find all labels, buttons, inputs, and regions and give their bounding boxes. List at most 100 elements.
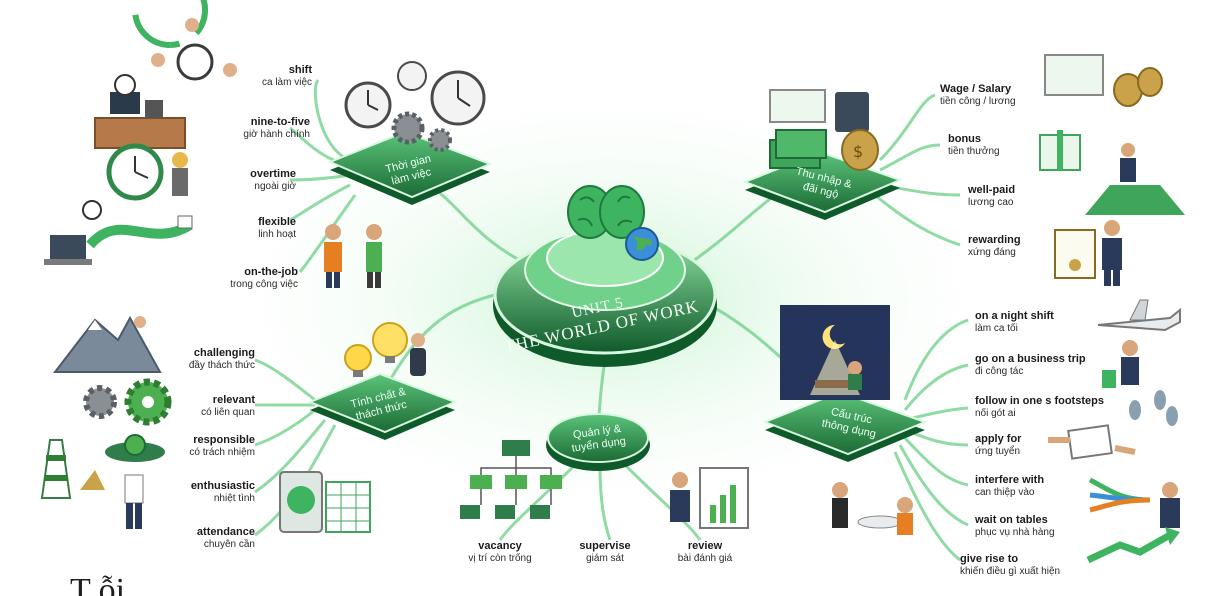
clock-icon xyxy=(176,43,214,81)
person-icon xyxy=(410,333,426,376)
term-interfere-with: interfere with can thiệp vào xyxy=(975,474,1075,498)
plane-icon xyxy=(1097,299,1181,332)
term-well-paid: well-paid lương cao xyxy=(968,184,1048,208)
term-vi: có liên quan xyxy=(201,406,255,418)
term-supervise: supervise giám sát xyxy=(565,540,645,564)
term-vi: làm ca tối xyxy=(975,322,1018,334)
clock-icon xyxy=(344,61,486,129)
term-vi: nối gót ai xyxy=(975,407,1016,419)
arrows-icon xyxy=(1088,477,1180,528)
management-platform xyxy=(546,413,650,471)
money-icon: $ xyxy=(769,89,879,171)
svg-text:$: $ xyxy=(853,142,863,161)
structures-platform xyxy=(762,390,928,462)
term-vi: bài đánh giá xyxy=(677,552,733,564)
term-vi: phục vụ nhà hàng xyxy=(975,526,1055,538)
term-en: challenging xyxy=(193,347,255,359)
gear-icon xyxy=(83,378,172,426)
term-en: give rise to xyxy=(960,553,1019,565)
cut-off-heading: T ỗi xyxy=(70,572,126,596)
term-en: wait on tables xyxy=(975,514,1048,526)
term-en: bonus xyxy=(948,133,981,145)
term-en: supervise xyxy=(579,540,631,552)
award-person-icon xyxy=(1054,220,1122,286)
term-review: review bài đánh giá xyxy=(660,540,750,564)
gear-icon xyxy=(391,111,452,152)
certificate-icon xyxy=(1044,54,1163,107)
term-vi: can thiệp vào xyxy=(975,486,1035,498)
term-vi: chuyên cần xyxy=(203,538,255,550)
moon-icon xyxy=(822,324,845,349)
term-wage-salary: Wage / Salary tiền công / lương xyxy=(940,83,1050,107)
term-vi: lương cao xyxy=(968,196,1014,208)
term-footsteps: follow in one s footsteps nối gót ai xyxy=(975,395,1135,419)
term-en: interfere with xyxy=(975,474,1045,486)
nature-platform xyxy=(307,372,458,440)
lighthouse-icon xyxy=(40,439,105,499)
term-shift: shift ca làm việc xyxy=(200,64,312,88)
term-vi: có trách nhiệm xyxy=(189,446,255,458)
overtime-illustration xyxy=(106,143,188,201)
term-vi: đi công tác xyxy=(975,365,1024,377)
term-en: review xyxy=(687,540,723,552)
term-overtime: overtime ngoài giờ xyxy=(200,168,296,192)
calendar-icon xyxy=(279,471,371,533)
term-vi: ca làm việc xyxy=(261,76,312,88)
term-apply-for: apply for ứng tuyển xyxy=(975,433,1055,457)
lightbulb-icon xyxy=(344,322,408,377)
term-vi: tiền thưởng xyxy=(948,145,1000,157)
term-vi: ngoài giờ xyxy=(254,180,296,192)
time-platform xyxy=(327,130,493,205)
term-give-rise-to: give rise to khiến điều gì xuất hiện xyxy=(960,553,1110,577)
term-relevant: relevant có liên quan xyxy=(170,394,255,418)
term-responsible: responsible có trách nhiệm xyxy=(150,434,255,458)
term-vi: ứng tuyển xyxy=(975,445,1021,457)
term-enthusiastic: enthusiastic nhiệt tình xyxy=(170,480,255,504)
term-night-shift: on a night shift làm ca tối xyxy=(975,310,1095,334)
term-rewarding: rewarding xứng đáng xyxy=(968,234,1048,258)
term-nine-to-five: nine-to-five giờ hành chính xyxy=(180,116,310,140)
presentation-icon xyxy=(670,467,749,529)
term-vacancy: vacancy vị trí còn trống xyxy=(440,540,560,564)
term-en: attendance xyxy=(196,526,255,538)
traveler-icon xyxy=(1102,340,1139,388)
shift-illustration xyxy=(132,0,237,81)
term-en: flexible xyxy=(258,216,296,228)
term-attendance: attendance chuyên cần xyxy=(175,526,255,550)
term-en: Wage / Salary xyxy=(940,83,1012,95)
application-icon xyxy=(1048,424,1136,460)
handshake-icon xyxy=(324,224,382,288)
term-vi: xứng đáng xyxy=(968,246,1016,258)
term-vi: trong công việc xyxy=(230,278,298,290)
term-en: vacancy xyxy=(478,540,522,552)
term-en: shift xyxy=(288,64,312,76)
gift-icon xyxy=(1039,130,1185,215)
term-on-the-job: on-the-job trong công việc xyxy=(170,266,298,290)
growth-arrow-icon xyxy=(1086,527,1180,564)
term-business-trip: go on a business trip đi công tác xyxy=(975,353,1115,377)
term-en: relevant xyxy=(212,394,255,406)
responsible-person-icon xyxy=(105,434,165,529)
term-en: nine-to-five xyxy=(250,116,310,128)
term-en: enthusiastic xyxy=(190,480,255,492)
night-office-scene xyxy=(780,305,890,400)
term-en: well-paid xyxy=(968,184,1016,196)
desk-icon xyxy=(94,74,186,149)
term-vi: nhiệt tình xyxy=(213,492,255,504)
term-en: responsible xyxy=(193,434,255,446)
term-challenging: challenging đầy thách thức xyxy=(150,347,255,371)
term-en: on-the-job xyxy=(244,266,298,278)
term-vi: khiến điều gì xuất hiện xyxy=(960,565,1061,577)
globe-icon xyxy=(625,227,659,261)
term-flexible: flexible linh hoạt xyxy=(200,216,296,240)
brain-icon xyxy=(567,185,645,239)
term-vi: giám sát xyxy=(586,552,624,564)
term-en: rewarding xyxy=(968,234,1021,246)
term-vi: giờ hành chính xyxy=(243,128,310,140)
term-en: overtime xyxy=(250,168,296,180)
footprints-icon xyxy=(1129,390,1178,426)
term-vi: vị trí còn trống xyxy=(468,552,532,564)
term-vi: linh hoạt xyxy=(258,228,296,240)
